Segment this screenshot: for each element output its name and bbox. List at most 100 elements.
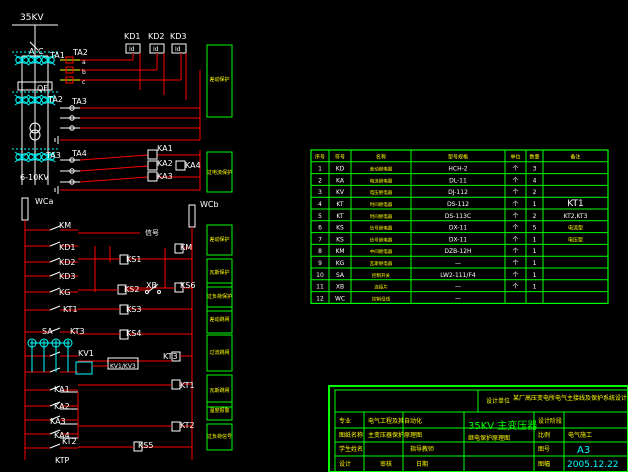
- bom-cell: HCH-2: [448, 166, 467, 173]
- bom-cell: 1: [533, 272, 537, 279]
- contact-blade: [49, 225, 61, 231]
- ct-slash: [40, 151, 56, 163]
- ks5-label: KS5: [138, 441, 153, 450]
- side-label-10: 过负荷信号: [207, 433, 232, 440]
- bom-cell: KM: [335, 248, 344, 255]
- side-label-7: 过流跳闸: [209, 349, 229, 356]
- bom-cell: DL-11: [449, 177, 467, 184]
- contact-blade: [49, 385, 61, 391]
- tb-teacher-label: 指导教师: [410, 445, 434, 453]
- bom-cell: 个: [512, 260, 518, 267]
- side-box-9: [206, 401, 233, 421]
- bom-cell: 1: [533, 284, 537, 291]
- kd2-label: KD2: [59, 258, 76, 267]
- bom-cell: 5: [318, 213, 322, 220]
- km-left-label: KM: [59, 221, 71, 230]
- bom-cell: KG: [336, 260, 345, 267]
- bom-cell: 5: [533, 225, 537, 232]
- tb-design-label: 设计单位: [486, 397, 510, 405]
- bom-cell: 1: [533, 236, 537, 243]
- sa-label: SA: [42, 327, 53, 336]
- ct-slash: [27, 94, 43, 106]
- bom-cell: 4: [533, 177, 537, 184]
- side-label-2: 过电流保护: [207, 169, 232, 176]
- relay-kd3-label: KD3: [170, 32, 187, 41]
- bom-cell: 2: [533, 213, 537, 220]
- side-box-7: [206, 334, 233, 372]
- bom-cell: 个: [512, 225, 518, 232]
- title-block: [328, 385, 628, 472]
- ct-slash: [40, 54, 56, 66]
- tb-drawing-label: 图纸名称: [339, 431, 363, 439]
- side-box-2: [206, 151, 233, 193]
- relay-kd1-symbol: Id: [129, 46, 135, 53]
- ka4-contact-label: KA4: [54, 431, 70, 440]
- bom-cell: DJ-112: [448, 189, 468, 196]
- bom-cell: —: [455, 295, 461, 302]
- kt2-coil-label: KT2: [180, 421, 195, 430]
- bom-cell: KT: [336, 201, 343, 208]
- bom-cell: 电流继电器: [370, 177, 393, 184]
- contact-blade: [49, 327, 61, 333]
- ct2-terminal: [65, 66, 74, 74]
- contact-blade: [49, 443, 61, 449]
- tb-major-label: 专业: [339, 417, 351, 425]
- ct-slash: [27, 54, 43, 66]
- xb-label: XB: [146, 281, 157, 290]
- bom-cell: 3: [318, 189, 322, 196]
- bom-cell: DS-112: [447, 201, 469, 208]
- bom-cell: 个: [512, 166, 518, 173]
- bottom-voltage-label: 6-10KV: [20, 173, 49, 182]
- ct3-terminal: [69, 105, 75, 111]
- bom-cell: SA: [336, 272, 345, 279]
- tb-center-subtitle: 继电保护原理图: [468, 434, 510, 442]
- bom-cell: 电压继电器: [370, 189, 393, 196]
- bom-cell: 1: [318, 166, 322, 173]
- kv-block: [107, 357, 139, 370]
- tb-sheet-value: 电气施工: [568, 431, 592, 439]
- tb-sheet-label: 图号: [538, 446, 550, 453]
- ct-slash: [14, 54, 30, 66]
- overcurrent-relays: KA1 KA2 KA3 KA4: [147, 144, 201, 182]
- contact-blade: [49, 415, 61, 421]
- main-transformer: [29, 122, 41, 141]
- kt1-coil-label: KT1: [180, 381, 195, 390]
- kt2-contact-label: KT2: [62, 437, 77, 446]
- ka1-box: [147, 149, 158, 160]
- side-box-8: [206, 374, 233, 408]
- bom-cell: 个: [512, 177, 518, 184]
- ka4-label: KA4: [185, 161, 201, 170]
- ta2-label: TA2: [72, 48, 88, 57]
- bom-header-cell: 单位: [510, 153, 520, 160]
- ks1-label: KS1: [126, 255, 141, 264]
- bom-cell: KT1: [567, 199, 583, 209]
- bom-cell: 个: [512, 272, 518, 279]
- tb-size-value: A3: [577, 445, 590, 456]
- ct4-terminal: [69, 179, 75, 185]
- ka3-box: [147, 171, 158, 182]
- ta2-left-label: TA2: [47, 95, 63, 104]
- bom-cell: 11: [316, 284, 324, 291]
- bom-cell: 1: [533, 201, 537, 208]
- side-box-10: [206, 423, 233, 451]
- side-box-6: [206, 306, 233, 334]
- isolator-1-blade: [29, 41, 39, 51]
- tb-stage-label: 设计阶段: [538, 417, 562, 425]
- dc-control-circuit: [21, 197, 196, 460]
- breaker-qf: [17, 81, 53, 91]
- bom-cell: 3: [533, 166, 537, 173]
- qf-label: QF: [37, 84, 48, 93]
- phase-a-label: a: [82, 59, 86, 66]
- relay-kd3-symbol: Id: [175, 46, 181, 53]
- ct3-terminal: [69, 115, 75, 121]
- contact-blade: [49, 271, 61, 277]
- tb-date-value: 2005.12.22: [567, 460, 619, 470]
- bom-cell: 信号继电器: [370, 225, 393, 232]
- tb-center-title: 35KV 主变压器: [468, 419, 537, 432]
- side-label-5: 过负荷保护: [207, 293, 232, 300]
- bom-cell: KD: [336, 166, 345, 173]
- bom-header-cell: 序号: [315, 153, 325, 160]
